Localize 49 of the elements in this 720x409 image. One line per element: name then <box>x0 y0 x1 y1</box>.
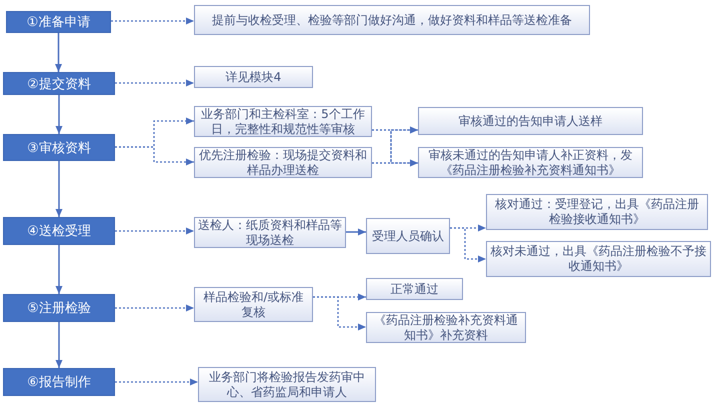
note-text: 核对通过：受理登记，出具《药品注册检验接收通知书》 <box>494 197 700 227</box>
note-box <box>194 66 313 88</box>
step-box <box>6 11 111 33</box>
note-text: 受理人员确认 <box>372 228 444 244</box>
arrow <box>56 245 62 294</box>
dashed-arrow <box>450 227 486 262</box>
note-box <box>366 278 463 300</box>
arrow <box>56 161 62 217</box>
dashed-arrow <box>372 160 418 166</box>
step-label: ③审核资料 <box>27 140 91 156</box>
dashed-arrow <box>115 80 194 86</box>
note-text: 提前与收检受理、检验等部门做好沟通，做好资料和样品等送检准备 <box>212 12 572 28</box>
note-text: 正常通过 <box>390 282 438 296</box>
step-box <box>3 368 115 396</box>
note-box <box>194 287 313 322</box>
step-box <box>3 294 115 322</box>
dashed-arrow <box>111 18 194 24</box>
step-box <box>3 217 115 245</box>
note-text: 优先注册检验：现场提交资料和样品办理送检 <box>198 148 368 178</box>
note-box <box>194 5 590 35</box>
dashed-arrow <box>115 146 194 166</box>
step-label: ⑤注册检验 <box>27 300 91 317</box>
dashed-arrow <box>115 304 194 312</box>
step-label: ⑥报告制作 <box>27 374 91 391</box>
arrow <box>55 33 62 72</box>
step-label: ②提交资料 <box>27 76 91 92</box>
note-text: 详见模块4 <box>226 70 282 84</box>
dashed-arrow <box>313 296 366 330</box>
step-label: ④送检受理 <box>27 223 91 240</box>
step-label: ①准备申请 <box>26 14 90 31</box>
note-text: 送检人：纸质资料和样品等现场送检 <box>198 218 342 248</box>
arrow <box>56 95 62 134</box>
note-box <box>418 107 643 135</box>
note-text: 业务部门将检验报告发药审中心、省药监局和申请人 <box>208 370 366 400</box>
note-text: 核对未通过，出具《药品注册检验不予接收通知书》 <box>490 244 707 274</box>
step-box <box>3 72 115 95</box>
note-box <box>198 367 376 402</box>
arrow <box>56 322 62 368</box>
note-box <box>486 194 708 230</box>
note-text: 样品检验和/或标准复核 <box>202 290 305 320</box>
note-text: 《药品注册检验补充资料通知书》补充资料 <box>373 312 519 342</box>
step-box <box>3 134 115 161</box>
note-box <box>366 218 450 254</box>
dashed-arrow <box>115 378 198 386</box>
note-text: 审核未通过的告知申请人补正资料，发《药品注册检验补充资料通知书》 <box>428 148 634 178</box>
note-text: 业务部门和主检科室：5个工作日，完整性和规范性等审核 <box>200 106 366 136</box>
note-text: 审核通过的告知申请人送样 <box>458 114 602 128</box>
dashed-arrow <box>115 228 194 234</box>
arrow <box>346 228 366 236</box>
